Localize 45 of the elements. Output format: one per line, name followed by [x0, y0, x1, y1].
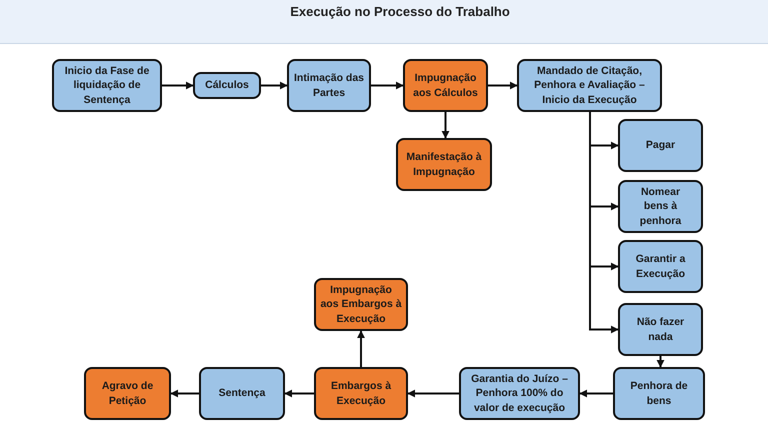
- process-box: [618, 303, 703, 356]
- arrow: [357, 330, 365, 367]
- arrow: [589, 112, 619, 334]
- process-box: [618, 240, 703, 293]
- node-label: Impugnação aos Cálculos: [412, 71, 479, 100]
- process-box: [613, 367, 705, 420]
- node-label: Intimação das Partes: [293, 71, 365, 100]
- process-box: [84, 367, 171, 420]
- node-label: Inicio da Fase de liquidação de Sentença: [64, 64, 150, 107]
- process-box: [287, 59, 371, 112]
- process-box: [314, 367, 408, 420]
- process-box: [314, 278, 408, 331]
- process-box: [199, 367, 285, 420]
- process-box: [459, 367, 580, 420]
- node-label: Sentença: [218, 386, 266, 401]
- node-label: Não fazer nada: [636, 315, 686, 344]
- arrow: [162, 82, 194, 90]
- node-label: Nomear bens à penhora: [638, 185, 682, 228]
- node-label: Garantir a Execução: [634, 252, 686, 281]
- arrow: [656, 356, 664, 368]
- node-label: Embargos à Execução: [330, 379, 392, 408]
- process-box: [193, 72, 261, 99]
- node-label: Agravo de Petição: [100, 379, 154, 408]
- node-label: Mandado de Citação, Penhora e Avaliação – Inicio da Execução: [533, 64, 646, 107]
- node-label: Impugnação aos Embargos à Execução: [320, 283, 402, 326]
- arrow: [407, 390, 459, 398]
- process-box: [618, 119, 703, 172]
- node-label: Garantia do Juízo – Penhora 100% do valor de execução: [470, 372, 569, 415]
- process-box: [52, 59, 162, 112]
- node-label: Manifestação à Impugnação: [405, 150, 483, 179]
- arrow: [284, 390, 314, 398]
- node-label: Cálculos: [205, 78, 249, 93]
- arrow: [371, 82, 404, 90]
- arrow: [579, 390, 613, 398]
- node-label: Pagar: [646, 138, 676, 153]
- arrow: [170, 390, 199, 398]
- process-box: [403, 59, 488, 112]
- arrow: [261, 82, 288, 90]
- title: Execução no Processo do Trabalho: [289, 4, 511, 19]
- process-box: [396, 138, 492, 191]
- process-box: [618, 180, 703, 233]
- process-box: [517, 59, 662, 112]
- arrow: [442, 112, 450, 139]
- arrow: [488, 82, 518, 90]
- node-label: Penhora de bens: [629, 379, 689, 408]
